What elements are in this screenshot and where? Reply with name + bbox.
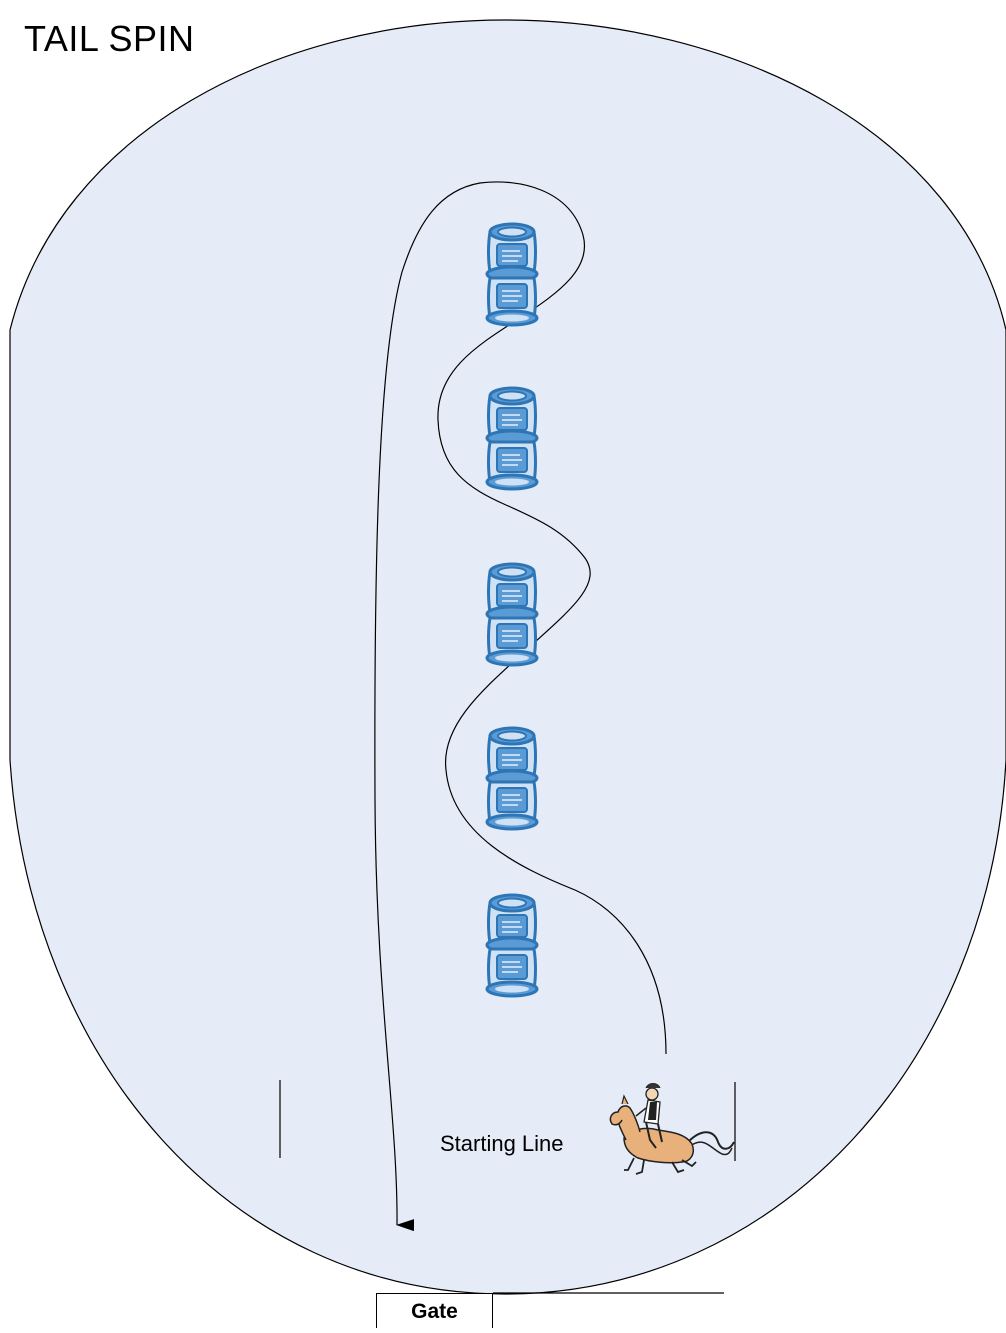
barrel-icon bbox=[487, 895, 537, 996]
diagram-title: TAIL SPIN bbox=[24, 18, 195, 60]
gate-label: Gate bbox=[376, 1293, 493, 1328]
starting-line-label: Starting Line bbox=[440, 1131, 564, 1157]
barrel-icon bbox=[487, 728, 537, 829]
barrel-icon bbox=[487, 388, 537, 489]
barrel-icon bbox=[487, 224, 537, 325]
barrel-icon bbox=[487, 564, 537, 665]
